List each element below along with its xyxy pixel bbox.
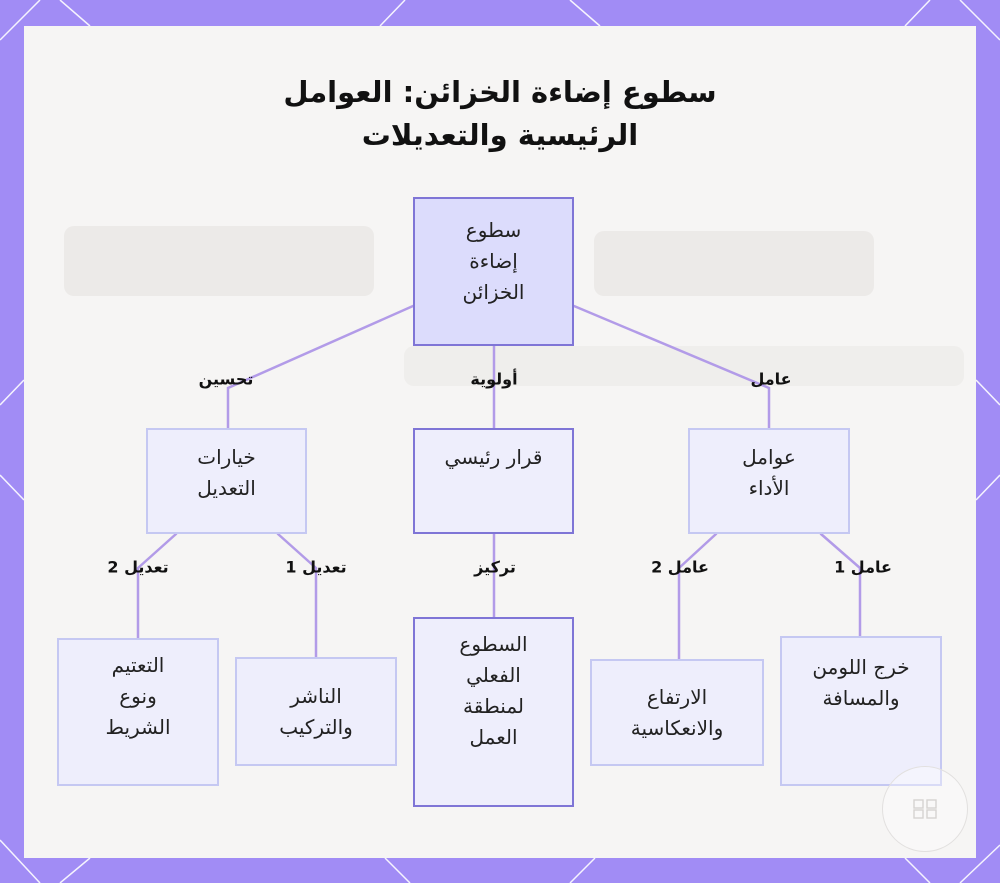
node-root: سطوع إضاءة الخزائن	[413, 197, 574, 346]
node-dimming-label: التعتيم ونوع الشريط	[105, 653, 171, 739]
node-performance-factors: عوامل الأداء	[688, 428, 850, 534]
node-adjustment-options-label: خيارات التعديل	[197, 445, 256, 500]
node-performance-factors-label: عوامل الأداء	[742, 445, 796, 500]
node-lumen-output: خرج اللومن والمسافة	[780, 636, 942, 786]
node-key-decision: قرار رئيسي	[413, 428, 574, 534]
grid-logo-glyph	[913, 799, 937, 819]
edge-root-to-performance	[572, 304, 771, 430]
node-actual-brightness-label: السطوع الفعلي لمنطقة العمل	[459, 632, 528, 749]
node-dimming: التعتيم ونوع الشريط	[57, 638, 219, 786]
node-height-reflectance-label: الارتفاع والانعكاسية	[630, 684, 724, 740]
background-ghost-pill	[594, 231, 874, 296]
node-actual-brightness: السطوع الفعلي لمنطقة العمل	[413, 617, 574, 807]
title-line-1: سطوع إضاءة الخزائن: العوامل	[283, 75, 717, 109]
edge-performance-to-lumen	[819, 532, 862, 638]
edge-adjustment-to-dimming	[136, 532, 178, 640]
node-height-reflectance: الارتفاع والانعكاسية	[590, 659, 764, 766]
node-adjustment-options: خيارات التعديل	[146, 428, 307, 534]
edge-label-factor: عامل	[750, 369, 792, 389]
node-root-label: سطوع إضاءة الخزائن	[462, 218, 525, 304]
edge-label-priority: أولوية	[470, 369, 518, 389]
grid-logo-icon	[882, 766, 968, 852]
edge-label-factor-2: عامل 2	[651, 557, 709, 577]
node-lumen-output-label: خرج اللومن والمسافة	[812, 655, 910, 710]
edge-label-adjust-2: تعديل 2	[107, 557, 169, 577]
node-diffuser: الناشر والتركيب	[235, 657, 397, 766]
background-ghost-pill	[64, 226, 374, 296]
edge-label-adjust-1: تعديل 1	[285, 557, 347, 577]
edge-performance-to-height	[677, 532, 718, 661]
edge-label-focus: تركيز	[474, 557, 516, 577]
edge-label-improve: تحسين	[198, 369, 254, 389]
edge-adjustment-to-diffuser	[276, 532, 318, 659]
edge-label-factor-1: عامل 1	[834, 557, 892, 577]
node-key-decision-label: قرار رئيسي	[444, 445, 543, 469]
title-line-2: الرئيسية والتعديلات	[361, 118, 639, 152]
edge-root-to-adjustment	[226, 304, 415, 430]
node-diffuser-label: الناشر والتركيب	[279, 683, 353, 739]
